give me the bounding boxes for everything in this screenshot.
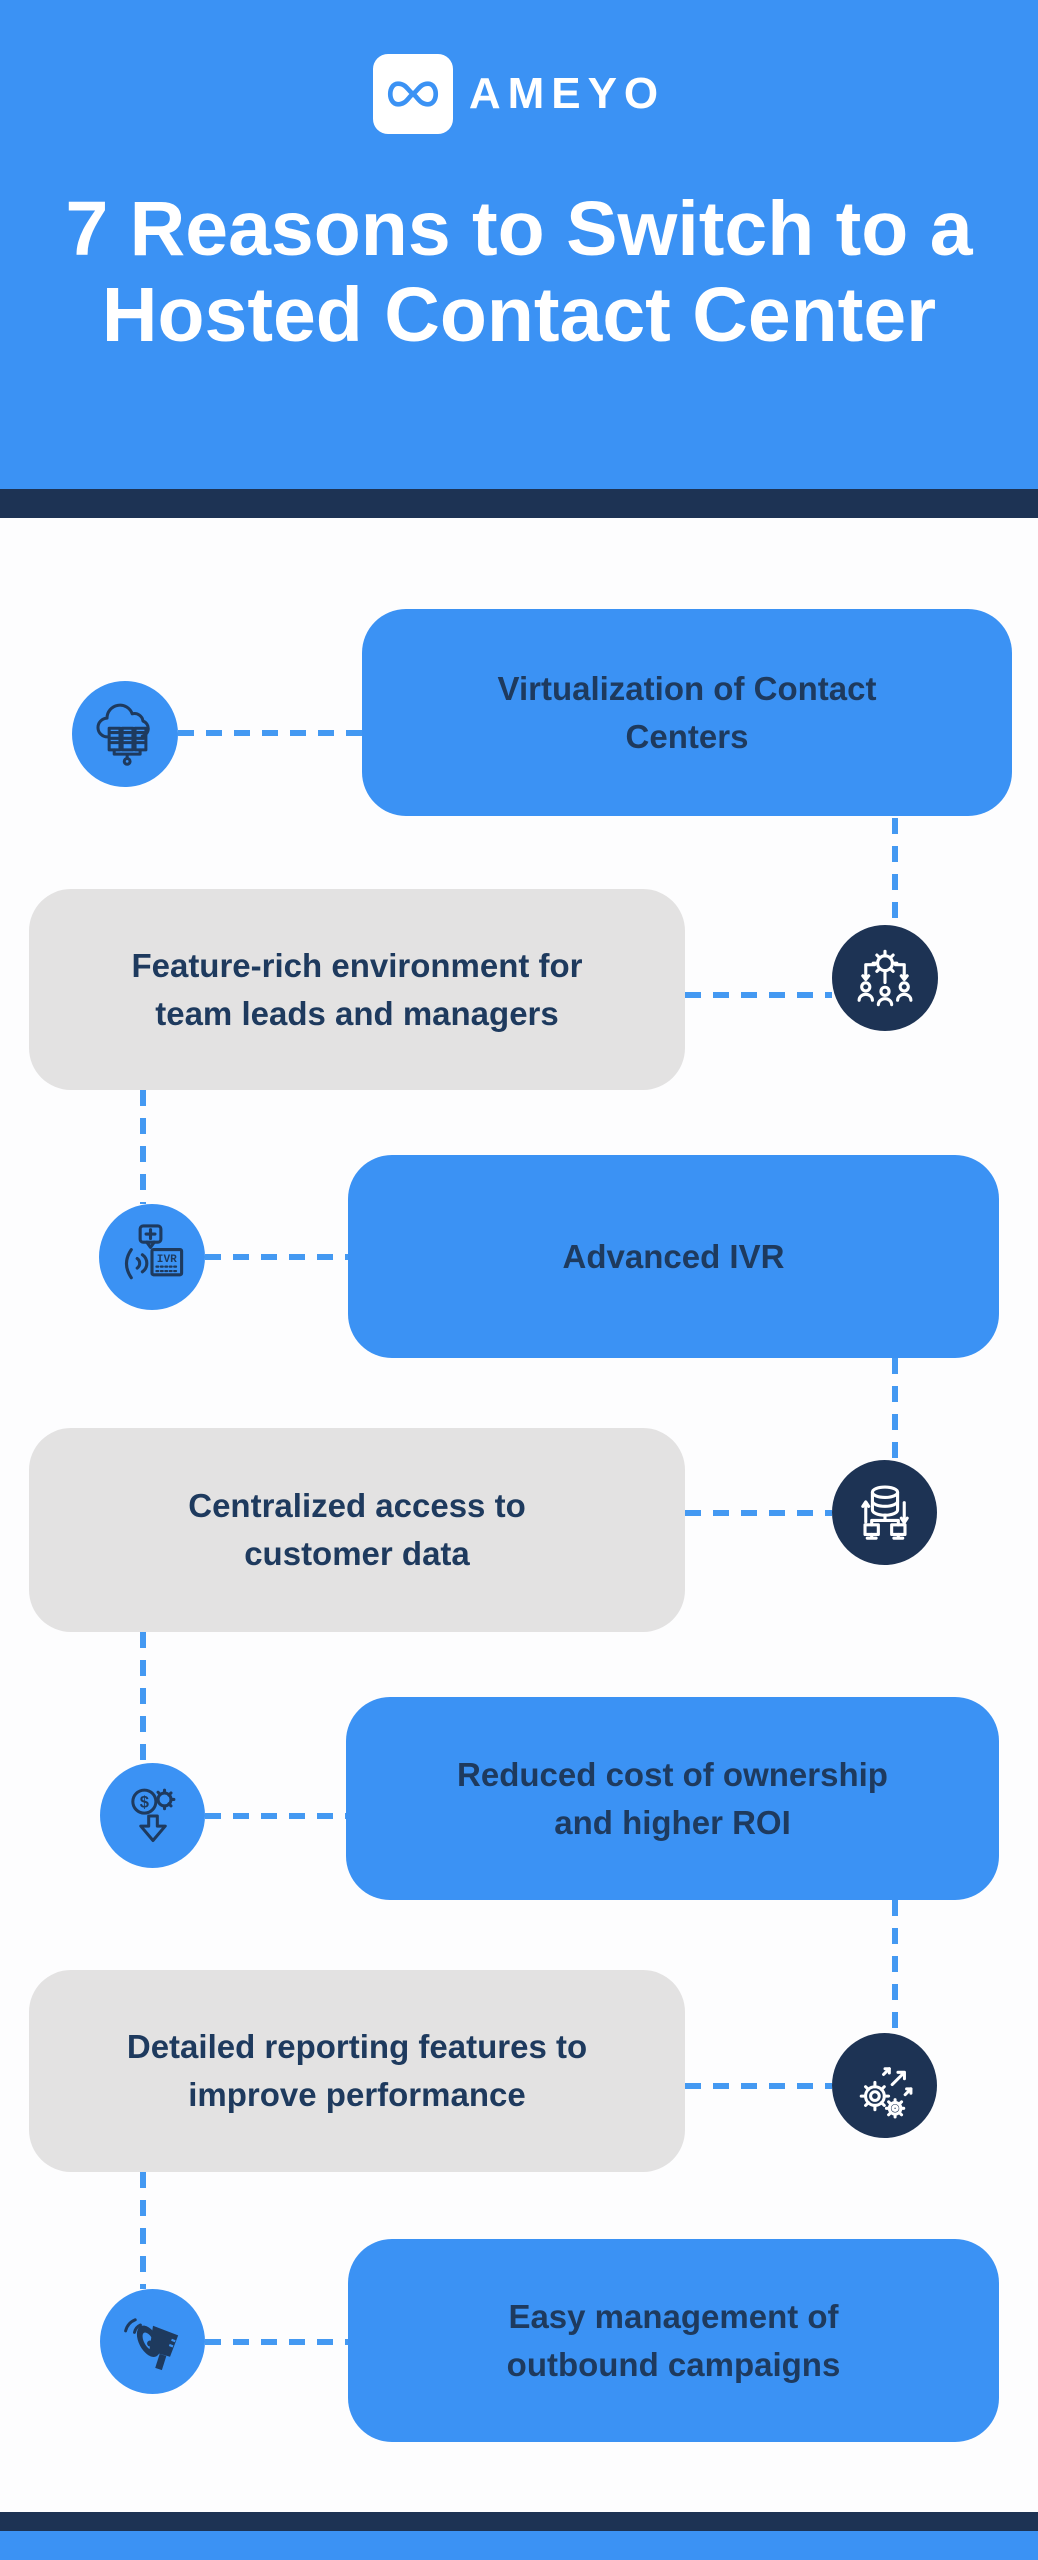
- performance-gears-icon: [832, 2033, 937, 2138]
- ivr-phone-icon: IVR: [99, 1204, 205, 1310]
- page-title: 7 Reasons to Switch to a Hosted Contact …: [0, 186, 1038, 358]
- reason-4-line1: Centralized access to: [188, 1487, 526, 1525]
- page-title-line1: 7 Reasons to Switch to a: [65, 186, 973, 272]
- reason-6-line2: improve performance: [188, 2076, 526, 2113]
- reason-2-line2: team leads and managers: [155, 994, 559, 1032]
- reason-card-1: Virtualization of Contact Centers: [362, 609, 1012, 816]
- team-management-icon: [832, 925, 938, 1031]
- header-divider-stripe: [0, 489, 1038, 518]
- connector-row5-horizontal: [205, 1813, 346, 1819]
- brand-wordmark: AMEYO: [468, 69, 666, 118]
- footer-divider-stripe: [0, 2512, 1038, 2531]
- reason-7-line2: outbound campaigns: [506, 2345, 841, 2383]
- reason-card-5: Reduced cost of ownership and higher ROI: [346, 1697, 999, 1900]
- reason-card-6: Detailed reporting features to improve p…: [29, 1970, 685, 2172]
- reason-1-line2: Centers: [625, 717, 749, 755]
- brand-logo: AMEYO: [0, 54, 1038, 134]
- logo-box: [372, 54, 453, 134]
- reason-card-2: Feature-rich environment for team leads …: [29, 889, 685, 1090]
- connector-row5-vertical: [892, 1900, 898, 2033]
- reason-4-line2: customer data: [244, 1535, 470, 1572]
- cost-reduction-icon: $: [100, 1763, 205, 1868]
- reason-5-line1: Reduced cost of ownership: [457, 1755, 888, 1793]
- ivr-icon-label: IVR: [157, 1254, 177, 1266]
- connector-row1-horizontal: [178, 730, 362, 736]
- connector-row3-vertical: [892, 1358, 898, 1460]
- reason-2-line1: Feature-rich environment for: [131, 946, 583, 984]
- connector-row1-vertical: [892, 818, 898, 925]
- page-title-line2: Hosted Contact Center: [101, 272, 937, 359]
- reason-6-line1: Detailed reporting features to: [126, 2028, 588, 2066]
- connector-row6-horizontal: [685, 2083, 832, 2089]
- cloud-servers-icon: [72, 681, 178, 787]
- reason-5-line2: and higher ROI: [554, 1803, 791, 1841]
- connector-row2-vertical: [140, 1090, 146, 1204]
- connector-row7-horizontal: [205, 2339, 348, 2345]
- reason-card-7: Easy management of outbound campaigns: [348, 2239, 999, 2442]
- connector-row6-vertical: [140, 2172, 146, 2289]
- reason-card-3: Advanced IVR: [348, 1155, 999, 1358]
- connector-row4-horizontal: [685, 1510, 832, 1516]
- reason-3-line1: Advanced IVR: [562, 1237, 785, 1275]
- reason-1-line1: Virtualization of Contact: [497, 669, 877, 707]
- header-banner: AMEYO 7 Reasons to Switch to a Hosted Co…: [0, 0, 1038, 489]
- infinity-icon: [387, 81, 438, 107]
- reason-7-line1: Easy management of: [508, 2297, 839, 2335]
- centralized-database-icon: [832, 1460, 937, 1565]
- megaphone-icon: [100, 2289, 205, 2394]
- connector-row3-horizontal: [205, 1254, 348, 1260]
- reason-card-4: Centralized access to customer data: [29, 1428, 685, 1632]
- connector-row4-vertical: [140, 1632, 146, 1763]
- connector-row2-horizontal: [685, 992, 832, 998]
- dollar-icon-label: $: [139, 1792, 148, 1811]
- footer-banner: [0, 2531, 1038, 2560]
